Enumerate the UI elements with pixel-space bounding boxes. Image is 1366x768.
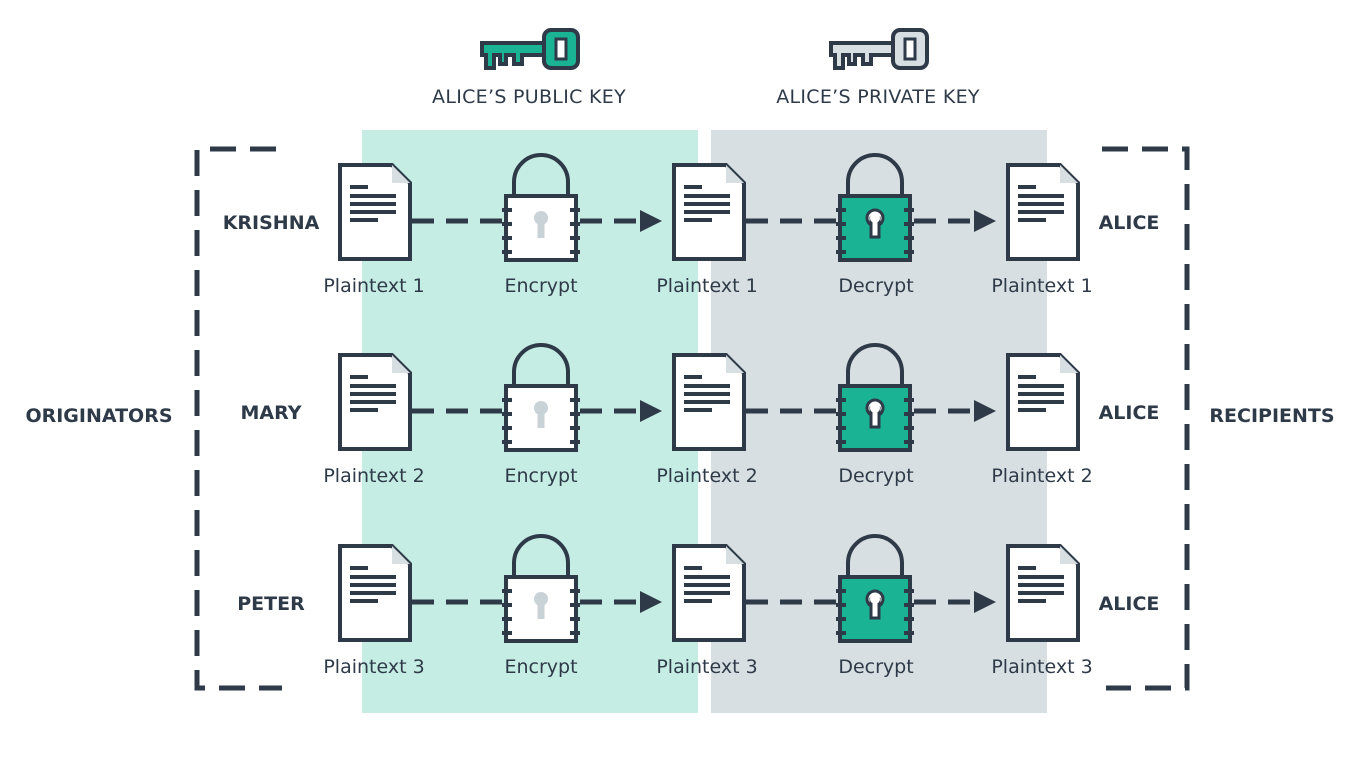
document-icon xyxy=(338,544,412,642)
recipients-bracket xyxy=(1102,146,1190,691)
doc-in-label: Plaintext 1 xyxy=(323,275,424,297)
decrypt-label: Decrypt xyxy=(838,275,913,297)
public-key-label: ALICE’S PUBLIC KEY xyxy=(432,86,626,108)
document-icon xyxy=(672,163,746,261)
sender-name: MARY xyxy=(241,402,302,424)
recipient-name: ALICE xyxy=(1099,593,1160,615)
key-icon-gray xyxy=(829,28,929,70)
originators-label: ORIGINATORS xyxy=(25,405,172,427)
encrypt-label: Encrypt xyxy=(504,465,577,487)
private-key-label: ALICE’S PRIVATE KEY xyxy=(776,86,980,108)
encrypt-label: Encrypt xyxy=(504,275,577,297)
decrypt-label: Decrypt xyxy=(838,656,913,678)
flow-row: MARY ALICE Plaintext 2 Encrypt Plaintext 2 De… xyxy=(241,343,1160,487)
decrypt-label: Decrypt xyxy=(838,465,913,487)
doc-out-label: Plaintext 3 xyxy=(991,656,1092,678)
doc-out-label: Plaintext 1 xyxy=(991,275,1092,297)
flow-row: KRISHNA ALICE Plaintext 1 Encrypt Plaintext … xyxy=(223,153,1160,297)
recipient-name: ALICE xyxy=(1099,402,1160,424)
document-icon xyxy=(1006,163,1080,261)
key-icon-teal xyxy=(480,28,580,70)
doc-mid-label: Plaintext 3 xyxy=(656,656,757,678)
recipients-label: RECIPIENTS xyxy=(1209,405,1334,427)
doc-mid-label: Plaintext 1 xyxy=(656,275,757,297)
doc-in-label: Plaintext 2 xyxy=(323,465,424,487)
document-icon xyxy=(672,353,746,451)
document-icon xyxy=(338,163,412,261)
sender-name: KRISHNA xyxy=(223,212,320,234)
recipient-name: ALICE xyxy=(1099,212,1160,234)
document-icon xyxy=(1006,353,1080,451)
document-icon xyxy=(1006,544,1080,642)
doc-in-label: Plaintext 3 xyxy=(323,656,424,678)
originators-bracket xyxy=(194,146,282,691)
document-icon xyxy=(338,353,412,451)
document-icon xyxy=(672,544,746,642)
sender-name: PETER xyxy=(237,593,305,615)
encrypt-label: Encrypt xyxy=(504,656,577,678)
flow-row: PETER ALICE Plaintext 3 Encrypt Plaintext 3 D… xyxy=(237,534,1160,678)
doc-out-label: Plaintext 2 xyxy=(991,465,1092,487)
doc-mid-label: Plaintext 2 xyxy=(656,465,757,487)
